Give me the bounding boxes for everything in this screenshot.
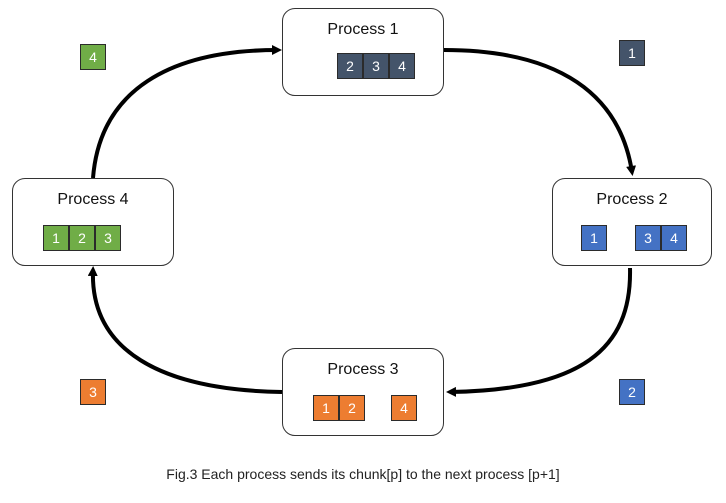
sent-chunk-1: 1: [619, 40, 645, 66]
process-4-chunk: 1: [43, 225, 69, 251]
process-3-chunk: 4: [391, 395, 417, 421]
process-4-chunk: 3: [95, 225, 121, 251]
process-3-chunk: 1: [313, 395, 339, 421]
process-1-chunk: 2: [337, 53, 363, 79]
sent-chunk-4: 4: [80, 44, 106, 70]
process-3-node: Process 3 1 2 4: [282, 348, 444, 436]
process-2-chunk: 1: [581, 225, 607, 251]
process-2-title: Process 2: [596, 191, 668, 208]
arrow-p1-to-p2: [443, 48, 637, 176]
process-1-title: Process 1: [327, 21, 399, 38]
process-4-node: Process 4 1 2 3: [12, 178, 174, 266]
sent-chunk-2: 2: [619, 379, 645, 405]
arrow-p2-to-p3: [446, 267, 633, 397]
process-3-chunk: 2: [339, 395, 365, 421]
process-2-chunk: 3: [635, 225, 661, 251]
process-1-chunk: 3: [363, 53, 389, 79]
process-1-chunk: 4: [389, 53, 415, 79]
figure-caption: Fig.3 Each process sends its chunk[p] to…: [166, 466, 560, 482]
process-2-node: Process 2 1 3 4: [552, 178, 712, 266]
arrow-p4-to-p1: [91, 45, 282, 179]
process-1-node: Process 1 2 3 4: [282, 8, 444, 96]
sent-chunk-3: 3: [80, 379, 106, 405]
process-3-title: Process 3: [327, 361, 399, 378]
arrow-p3-to-p4: [87, 266, 283, 394]
process-4-chunk: 2: [69, 225, 95, 251]
process-4-title: Process 4: [57, 191, 129, 208]
process-2-chunk: 4: [661, 225, 687, 251]
